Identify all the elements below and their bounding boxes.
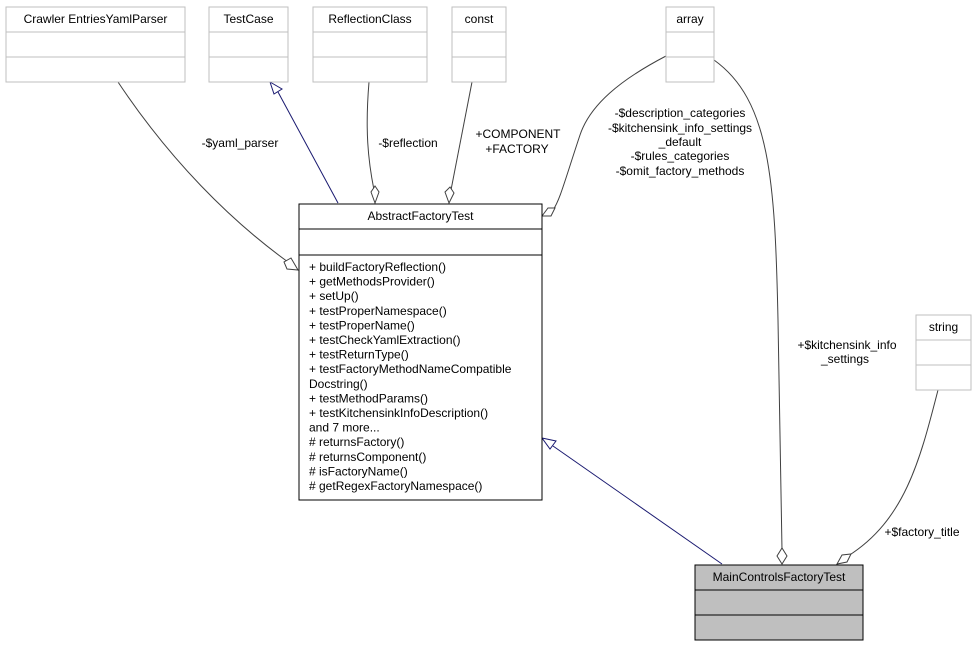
class-name: array — [676, 12, 703, 26]
method-item: + testCheckYamlExtraction() — [309, 333, 461, 347]
edge-const-diamond — [444, 186, 455, 205]
edge-reflection — [366, 81, 375, 191]
edge-const — [450, 81, 473, 191]
label-array-3: -$rules_categories — [631, 149, 730, 163]
edge-testcase-arrowhead — [269, 80, 283, 95]
method-item: + testMethodParams() — [309, 391, 428, 405]
method-item: and 7 more... — [309, 421, 380, 435]
class-name: string — [929, 320, 958, 334]
edge-main-arrowhead — [540, 437, 557, 450]
class-name: AbstractFactoryTest — [367, 209, 474, 223]
method-item: Docstring() — [309, 377, 368, 391]
class-array: array — [665, 6, 715, 83]
class-name: TestCase — [223, 12, 273, 26]
method-item: + testProperNamespace() — [309, 304, 447, 318]
label-array-0: -$description_categories — [615, 106, 746, 120]
method-item: # returnsComponent() — [309, 450, 426, 464]
edge-factory-title — [847, 389, 939, 557]
method-item: + buildFactoryReflection() — [309, 260, 446, 274]
edge-kitchensink — [713, 59, 783, 551]
label-array-1: -$kitchensink_info_settings — [608, 121, 752, 135]
edge-reflection-diamond — [370, 185, 380, 205]
class-reflection-class: ReflectionClass — [312, 6, 428, 83]
edge-array — [552, 55, 667, 211]
edge-factory-title-diamond — [836, 553, 852, 565]
edge-testcase-inheritance — [277, 91, 339, 204]
label-array-2: _default — [658, 135, 702, 149]
method-item: # isFactoryName() — [309, 464, 408, 478]
label-const-1: +FACTORY — [485, 142, 548, 156]
method-list: + buildFactoryReflection()+ getMethodsPr… — [309, 260, 512, 493]
class-string: string — [915, 314, 972, 391]
method-item: + testProperName() — [309, 318, 415, 332]
label-kitchensink-1: _settings — [820, 352, 869, 366]
edge-yaml-parser-diamond — [283, 257, 299, 271]
label-kitchensink-0: +$kitchensink_info — [797, 338, 896, 352]
label-reflection: -$reflection — [378, 136, 437, 150]
label-yaml-parser: -$yaml_parser — [202, 136, 279, 150]
class-const: const — [451, 6, 507, 83]
method-item: # returnsFactory() — [309, 435, 404, 449]
method-item: + testKitchensinkInfoDescription() — [309, 406, 488, 420]
label-factory-title: +$factory_title — [884, 525, 959, 539]
edge-array-diamond — [541, 207, 556, 217]
class-name: ReflectionClass — [328, 12, 411, 26]
method-item: + getMethodsProvider() — [309, 275, 435, 289]
class-crawler-entries-yaml-parser: Crawler EntriesYamlParser — [5, 6, 186, 83]
method-item: + setUp() — [309, 289, 359, 303]
class-name: Crawler EntriesYamlParser — [24, 12, 168, 26]
class-testcase: TestCase — [208, 6, 289, 83]
class-main-controls-factory-test: MainControlsFactoryTest — [694, 564, 864, 641]
edge-yaml-parser — [117, 81, 289, 263]
edge-kitchensink-diamond — [776, 547, 788, 565]
class-abstract-factory-test: AbstractFactoryTest + buildFactoryReflec… — [298, 203, 543, 501]
label-array-4: -$omit_factory_methods — [616, 164, 745, 178]
method-item: + testFactoryMethodNameCompatible — [309, 362, 512, 376]
class-name: MainControlsFactoryTest — [713, 570, 846, 584]
edge-main-inheritance — [552, 445, 723, 565]
method-item: + testReturnType() — [309, 348, 409, 362]
method-item: # getRegexFactoryNamespace() — [309, 479, 482, 493]
class-name: const — [465, 12, 494, 26]
label-const-0: +COMPONENT — [475, 127, 561, 141]
